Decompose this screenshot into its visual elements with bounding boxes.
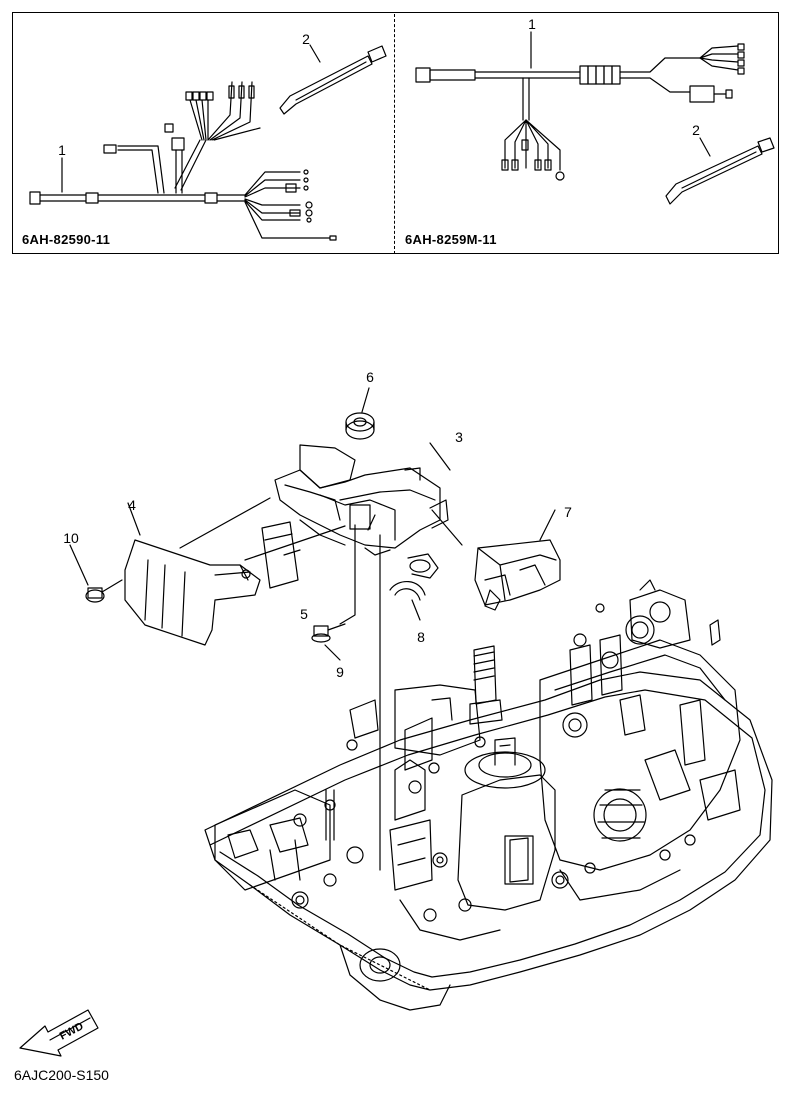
callout-5: 5	[300, 606, 308, 622]
left-part-code: 6AH-82590-11	[22, 232, 111, 247]
right-part-code: 6AH-8259M-11	[405, 232, 497, 247]
panel-divider	[394, 14, 395, 254]
fwd-arrow-shape	[19, 1009, 99, 1057]
engine-block	[204, 579, 773, 1011]
fwd-label: FWD	[58, 1020, 86, 1042]
right-cable-tie	[665, 137, 775, 205]
left-cable-tie	[279, 44, 387, 115]
right-callout-1: 1	[528, 16, 536, 32]
grommet-part-6	[345, 387, 375, 440]
callout-8: 8	[417, 629, 425, 645]
right-wire-harness	[415, 31, 745, 181]
right-callout-2: 2	[692, 122, 700, 138]
callout-7: 7	[564, 504, 572, 520]
callout-10: 10	[63, 530, 79, 546]
left-callout-2: 2	[302, 31, 310, 47]
holder-part-7	[474, 509, 561, 611]
bolt-part-10	[69, 544, 123, 603]
cover-part-4	[124, 502, 261, 646]
clip-part-8	[389, 553, 439, 621]
harness-panel-frame	[12, 12, 779, 254]
plate-part-5	[261, 521, 301, 589]
bolt-part-9	[311, 623, 346, 661]
left-wire-harness	[29, 81, 337, 241]
left-callout-1: 1	[58, 142, 66, 158]
callout-3: 3	[455, 429, 463, 445]
callout-9: 9	[336, 664, 344, 680]
diagram-code: 6AJC200-S150	[14, 1067, 109, 1083]
callout-4: 4	[128, 497, 136, 513]
assembly-guide-lines	[179, 497, 463, 871]
callout-6: 6	[366, 369, 374, 385]
